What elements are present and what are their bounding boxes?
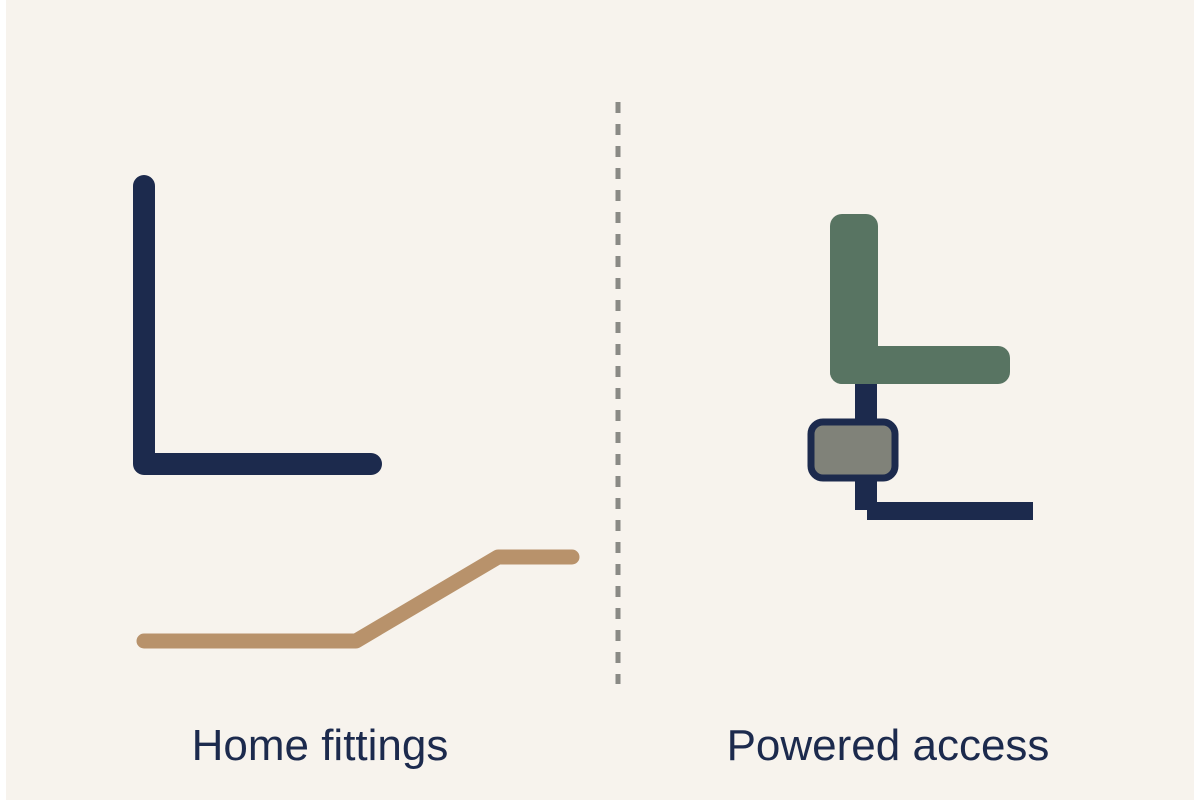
caption-powered-access: Powered access	[726, 721, 1050, 770]
background	[6, 0, 1194, 800]
seat-back	[830, 214, 878, 384]
lift-rail	[867, 502, 1033, 520]
ramp-icon	[136, 549, 580, 649]
diagram-canvas	[6, 0, 1194, 800]
motor-unit	[807, 418, 899, 482]
stairlift-icon	[807, 214, 1033, 520]
grab-rail-icon	[133, 175, 382, 475]
seat-base	[830, 346, 1010, 384]
caption-home-fittings: Home fittings	[191, 721, 449, 770]
diagram-panel: Home fittings Powered access	[6, 0, 1194, 800]
